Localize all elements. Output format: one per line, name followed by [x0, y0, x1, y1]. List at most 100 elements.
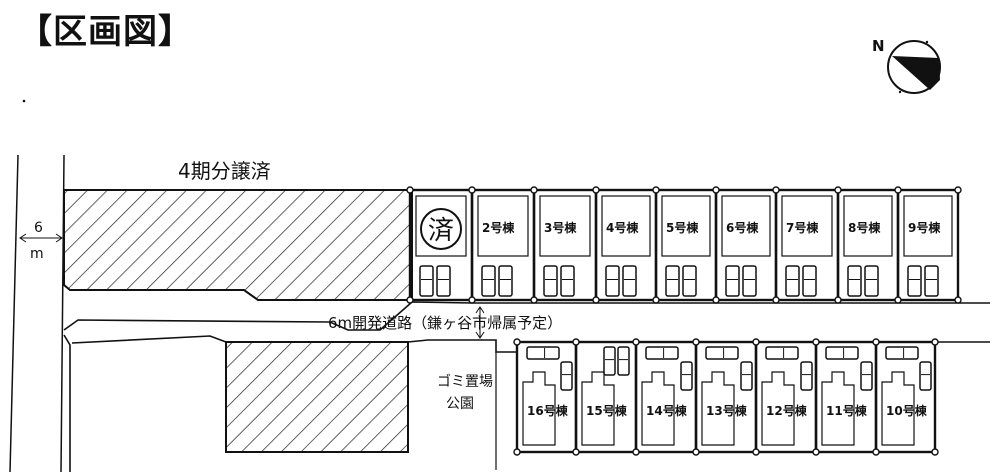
boundary-marker: [652, 296, 660, 304]
boundary-marker: [752, 338, 760, 346]
lot-label: 15号棟: [586, 403, 628, 418]
lot-label: 13号棟: [706, 403, 748, 418]
car-icon: [864, 265, 879, 297]
car-icon: [825, 346, 859, 360]
lot-label: 7号棟: [786, 220, 819, 235]
road-width-number: 6: [34, 220, 43, 236]
lot-label: 4号棟: [606, 220, 639, 235]
boundary-marker: [954, 186, 962, 194]
car-icon: [543, 265, 558, 297]
car-icon: [603, 346, 616, 376]
lot-boundary: [896, 188, 960, 302]
sold-area: 4期分譲済: [63, 159, 413, 301]
building-footprint: [701, 371, 735, 446]
boundary-marker: [530, 296, 538, 304]
boundary-marker: [692, 338, 700, 346]
car-icon: [847, 265, 862, 297]
lot-label: 10号棟: [886, 403, 928, 418]
lot-label: 16号棟: [527, 403, 569, 418]
boundary-marker: [894, 296, 902, 304]
boundary-marker: [834, 186, 842, 194]
boundary-marker: [872, 448, 880, 456]
car-icon: [907, 265, 922, 297]
building-footprint: [601, 195, 651, 257]
building-footprint: [843, 195, 893, 257]
top-lot: 5号棟: [652, 186, 718, 304]
boundary-marker: [812, 448, 820, 456]
car-icon: [742, 265, 757, 297]
development-road-label: 6m開発道路（鎌ヶ谷市帰属予定）: [328, 314, 562, 332]
boundary-marker: [931, 338, 939, 346]
boundary-marker: [894, 186, 902, 194]
top-lot: 9号棟: [894, 186, 960, 304]
boundary-marker: [712, 296, 720, 304]
building-footprint: [641, 371, 675, 446]
boundary-marker: [572, 448, 580, 456]
lot-boundary: [874, 340, 937, 454]
boundary-marker: [632, 338, 640, 346]
lot-label: 2号棟: [482, 220, 515, 235]
lot-label: 14号棟: [646, 403, 688, 418]
bottom-lot: 10号棟: [872, 338, 937, 456]
building-footprint: [881, 371, 915, 446]
boundary-marker: [954, 296, 962, 304]
car-icon: [622, 265, 637, 297]
car-icon: [765, 346, 799, 360]
boundary-marker: [652, 186, 660, 194]
page-title: 【区画図】: [18, 12, 193, 52]
boundary-marker: [712, 186, 720, 194]
top-lot: 7号棟: [772, 186, 840, 304]
bottom-lot: 16号棟: [513, 338, 578, 456]
building-footprint: [581, 371, 615, 446]
top-lot: 8号棟: [834, 186, 900, 304]
car-icon: [924, 265, 939, 297]
lot-label: 6号棟: [726, 220, 759, 235]
building-footprint: [721, 195, 771, 257]
car-icon: [705, 346, 739, 360]
boundary-marker: [812, 338, 820, 346]
boundary-marker: [872, 338, 880, 346]
boundary-marker: [632, 448, 640, 456]
boundary-marker: [772, 186, 780, 194]
sold-mark-label: 済: [428, 216, 454, 246]
car-icon: [419, 265, 434, 297]
building-footprint: [477, 195, 529, 257]
car-icon: [617, 346, 630, 376]
sold-mark-icon: [420, 208, 462, 250]
car-icon: [802, 265, 817, 297]
bottom-lot: 12号棟: [752, 338, 818, 456]
lot-label: 5号棟: [666, 220, 699, 235]
building-footprint: [821, 371, 855, 446]
top-lot: 済: [406, 186, 474, 304]
car-icon: [885, 346, 919, 360]
car-icon: [526, 346, 560, 360]
lot-label: 8号棟: [848, 220, 881, 235]
boundary-marker: [834, 296, 842, 304]
park-label: 公園: [446, 396, 474, 412]
sold-area-label: 4期分譲済: [178, 159, 271, 183]
north-compass-icon: N: [872, 37, 941, 94]
car-icon: [665, 265, 680, 297]
car-icon: [800, 361, 813, 391]
bottom-lot: 15号棟: [572, 338, 638, 456]
boundary-marker: [752, 448, 760, 456]
boundary-marker: [468, 296, 476, 304]
car-icon: [919, 361, 932, 391]
compass-north-label: N: [872, 37, 885, 55]
bottom-lot: 14号棟: [632, 338, 698, 456]
boundary-marker: [406, 296, 414, 304]
car-icon: [645, 346, 679, 360]
boundary-marker: [572, 338, 580, 346]
lot-label: 9号棟: [908, 220, 941, 235]
lot-label: 12号棟: [766, 403, 808, 418]
road-width-unit: m: [30, 246, 44, 262]
building-footprint: [661, 195, 711, 257]
car-icon: [436, 265, 451, 297]
car-icon: [860, 361, 873, 391]
lot-label: 11号棟: [826, 403, 868, 418]
boundary-marker: [592, 296, 600, 304]
boundary-marker: [513, 338, 521, 346]
